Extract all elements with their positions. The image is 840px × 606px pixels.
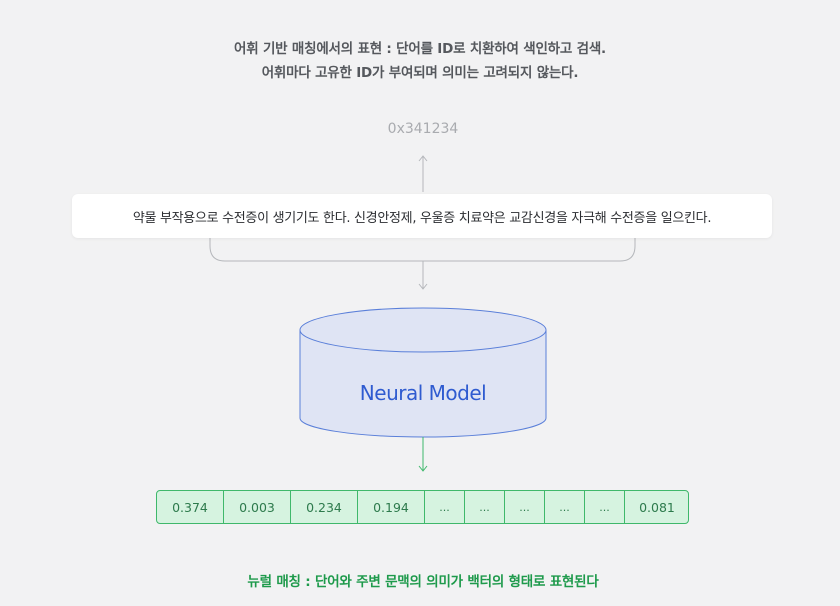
token-id-label: 0x341234 — [387, 121, 459, 137]
input-sentence-card: 약물 부작용으로 수전증이 생기기도 한다. 신경안정제, 우울증 치료약은 교… — [72, 194, 772, 238]
vector-cell-ellipsis: ... — [585, 491, 625, 523]
vector-cell: 0.374 — [157, 491, 224, 523]
vector-cell-ellipsis: ... — [465, 491, 505, 523]
down-arrow-head — [418, 283, 428, 290]
embedding-vector: 0.374 0.003 0.234 0.194 ... ... ... ... … — [156, 490, 689, 524]
up-arrow-head — [418, 155, 428, 162]
vector-cell: 0.003 — [224, 491, 291, 523]
vector-cell: 0.234 — [291, 491, 358, 523]
vector-cell: 0.081 — [639, 499, 675, 515]
neural-model-label: Neural Model — [359, 381, 487, 405]
sentence-bracket — [209, 238, 636, 262]
vector-cell-ellipsis: ... — [545, 491, 585, 523]
vector-arrow-head — [418, 465, 428, 472]
vector-cell-ellipsis: ... — [505, 491, 545, 523]
neural-model-cylinder — [299, 307, 547, 438]
vector-cell: 0.194 — [358, 491, 425, 523]
top-caption-line-2: 어휘마다 고유한 ID가 부여되며 의미는 고려되지 않는다. — [261, 65, 579, 81]
bottom-caption: 뉴럴 매칭 : 단어와 주변 문맥의 의미가 백터의 형태로 표현된다 — [247, 574, 599, 590]
vector-cell-ellipsis: ... — [425, 491, 465, 523]
top-caption-line-1: 어휘 기반 매칭에서의 표현 : 단어를 ID로 치환하여 색인하고 검색. — [234, 41, 606, 57]
